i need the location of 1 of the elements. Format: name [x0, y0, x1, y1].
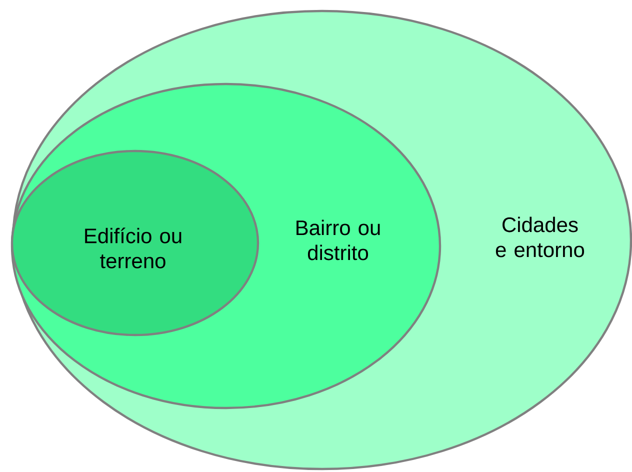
ellipse-region: Edifício ou terreno: [10, 150, 260, 336]
